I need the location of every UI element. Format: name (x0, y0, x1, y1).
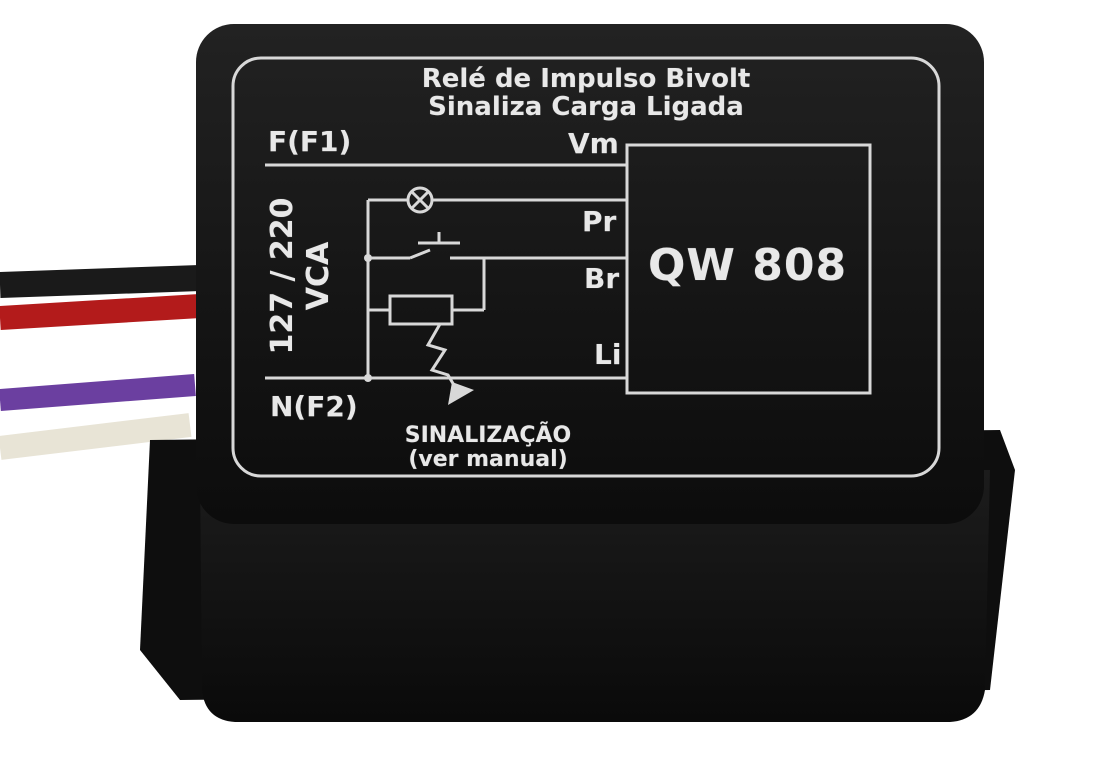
label-pin-br: Br (584, 262, 620, 295)
junction-dot (364, 254, 372, 262)
label-model: QW 808 (648, 240, 848, 291)
label-signal: SINALIZAÇÃO (ver manual) (388, 424, 588, 472)
signal-arrow-head (448, 382, 474, 405)
label-voltage-line1: 127 / 220 (265, 197, 300, 355)
label-border (231, 56, 941, 478)
label-terminal-phase: F(F1) (268, 125, 352, 158)
junction-dot (364, 374, 372, 382)
housing-front (200, 470, 990, 722)
wire-white (0, 413, 192, 460)
model-box (625, 143, 872, 395)
label-signal-line2: (ver manual) (408, 447, 568, 472)
label-pin-li: Li (594, 338, 622, 371)
label-voltage-line2: VCA (301, 241, 336, 311)
label-terminal-neutral: N(F2) (270, 390, 358, 423)
wire-bundle (0, 265, 201, 460)
wire-red (0, 294, 201, 330)
wire-purple (0, 374, 196, 411)
label-signal-line1: SINALIZAÇÃO (404, 423, 572, 448)
label-voltage: 127 / 220 VCA (265, 181, 337, 371)
label-pin-pr: Pr (582, 205, 617, 238)
label-title-line1: Relé de Impulso Bivolt (421, 64, 751, 94)
label-pin-vm: Vm (568, 127, 619, 160)
label-title-line2: Sinaliza Carga Ligada (428, 92, 744, 122)
circuit-schematic (265, 163, 627, 393)
housing-top (196, 24, 984, 524)
wire-black (0, 265, 201, 298)
